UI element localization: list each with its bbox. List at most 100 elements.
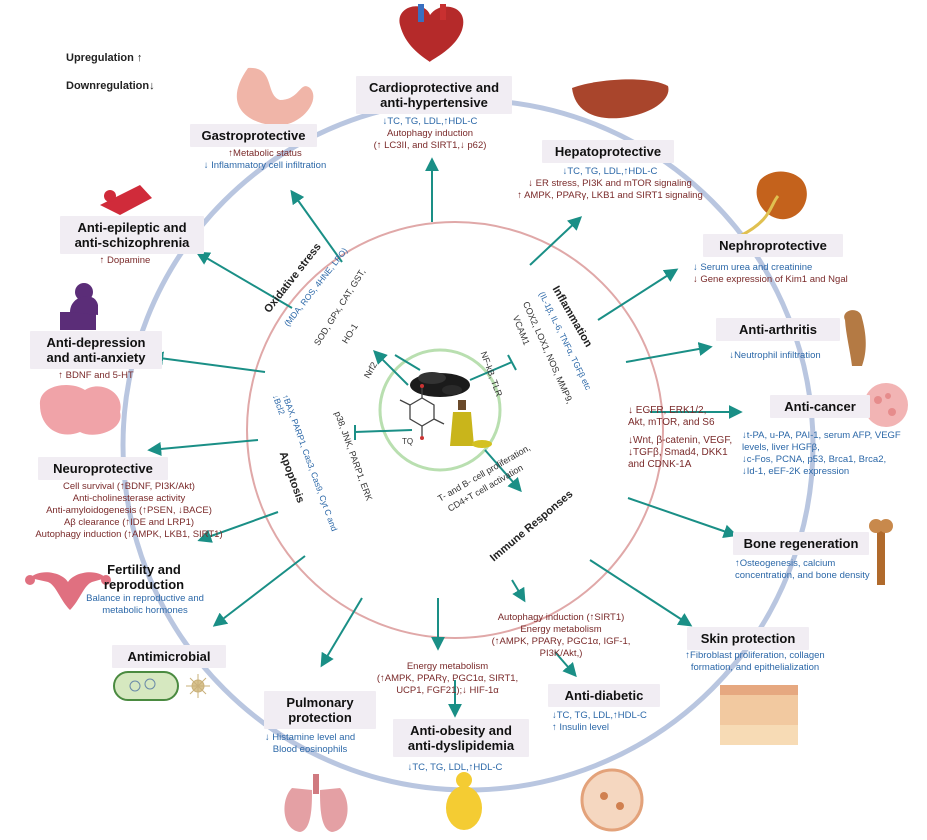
- antiepileptic-title-line1: Anti-epileptic and: [77, 220, 187, 235]
- neuro-line1: Cell survival (↑BDNF, PI3K/Akt): [63, 481, 195, 492]
- antidiabetic-details: ↓TC, TG, LDL,↑HDL-C ↑ Insulin level: [552, 710, 672, 734]
- midright-line2: Akt, mTOR, and S6: [628, 417, 715, 428]
- antiobesity-title-line2: anti-dyslipidemia: [407, 738, 515, 753]
- oil-bottle-icon: [450, 400, 492, 448]
- obese-figure-icon: [446, 772, 482, 830]
- skin-line1: ↑Fibroblast proliferation, collagen: [685, 650, 825, 661]
- thymoquinone-molecule-icon: [399, 384, 445, 440]
- skin-layers-icon: [720, 685, 798, 745]
- neuro-line3: Anti-amyloidogenesis (↑PSEN, ↓BACE): [46, 505, 212, 516]
- antidiabetic-pre: Autophagy induction (↑SIRT1) Energy meta…: [486, 612, 636, 660]
- antiepileptic-title-line2: anti-schizophrenia: [74, 235, 190, 250]
- anticancer-line2: levels, liver HGFβ,: [742, 442, 820, 453]
- antidiabetic-pre1: Autophagy induction (↑SIRT1): [497, 612, 625, 623]
- fertility-title-line1: Fertility and: [107, 562, 181, 577]
- legend-downregulation: Downregulation↓: [66, 80, 155, 92]
- antidiabetic-line1: ↓TC, TG, LDL,↑HDL-C: [552, 710, 647, 721]
- hepato-title: Hepatoprotective: [542, 140, 674, 163]
- nephro-line1: ↓ Serum urea and creatinine: [693, 262, 813, 273]
- antidiabetic-pre2: Energy metabolism: [520, 624, 602, 635]
- antiarthritis-title: Anti-arthritis: [716, 318, 840, 341]
- cardio-details: ↓TC, TG, LDL,↑HDL-C Autophagy induction …: [340, 116, 520, 152]
- antiobesity-pre3: UCP1, FGF21);↓ HIF-1α: [396, 685, 499, 696]
- pulmonary-title-line2: protection: [288, 710, 352, 725]
- hepato-line2: ↓ ER stress, PI3K and mTOR signaling: [528, 178, 692, 189]
- cardio-title: Cardioprotective and anti-hypertensive: [356, 76, 512, 114]
- antidiabetic-pre4: PI3K/Akt,): [539, 648, 583, 659]
- gastro-title: Gastroprotective: [190, 124, 317, 147]
- black-seeds-icon: [410, 372, 470, 397]
- anticancer-title: Anti-cancer: [770, 395, 870, 418]
- antidepression-details: ↑ BDNF and 5-HT: [30, 370, 162, 382]
- bone-details: ↑Osteogenesis, calcium concentration, an…: [735, 558, 875, 582]
- pulmonary-title-line1: Pulmonary: [286, 695, 354, 710]
- antiobesity-pre2: (↑AMPK, PPARγ, PGC1α, SIRT1,: [376, 673, 519, 684]
- antidiabetic-line2: ↑ Insulin level: [552, 722, 610, 733]
- kidney-icon: [739, 171, 807, 238]
- anticancer-line1: ↓t-PA, u-PA, PAI-1, serum AFP, VEGF: [742, 430, 901, 441]
- fungus-icon: [186, 674, 210, 698]
- liver-icon: [572, 79, 669, 119]
- pulmonary-line1: ↓ Histamine level and: [264, 732, 356, 743]
- antiepileptic-title: Anti-epileptic and anti-schizophrenia: [60, 216, 204, 254]
- brain-icon: [39, 385, 121, 435]
- fertility-details: Balance in reproductive and metabolic ho…: [70, 593, 220, 617]
- skin-title: Skin protection: [687, 627, 809, 650]
- pancreas-islet-icon: [580, 768, 644, 832]
- bacteria-icon: [113, 671, 179, 701]
- midright-line4: ↓TGFβ, Smad4, DKK1: [628, 447, 728, 458]
- antimicrobial-title: Antimicrobial: [112, 645, 226, 668]
- cardio-title-line2: anti-hypertensive: [380, 95, 488, 110]
- antiobesity-pre: Energy metabolism (↑AMPK, PPARγ, PGC1α, …: [365, 661, 530, 697]
- antiobesity-pre1: Energy metabolism: [406, 661, 489, 672]
- midright-pathways: ↓ EGFR, ERK1/2, Akt, mTOR, and S6 ↓Wnt, …: [628, 405, 748, 471]
- antiobesity-line1: ↓TC, TG, LDL,↑HDL-C: [407, 762, 503, 773]
- midright-line3: ↓Wnt, β-catenin, VEGF,: [628, 435, 733, 446]
- gastro-details: ↑Metabolic status ↓ Inflammatory cell in…: [175, 148, 355, 172]
- antidepression-title-line2: and anti-anxiety: [46, 350, 146, 365]
- bone-line1: ↑Osteogenesis, calcium: [735, 558, 836, 569]
- antiarthritis-details: ↓Neutrophil infiltration: [710, 350, 840, 362]
- nephro-title: Nephroprotective: [703, 234, 843, 257]
- inhibition-lines: [354, 354, 517, 440]
- antidepression-title-line1: Anti-depression: [46, 335, 146, 350]
- cardio-line2: Autophagy induction: [386, 128, 474, 139]
- bone-title: Bone regeneration: [733, 532, 869, 555]
- neuro-title: Neuroprotective: [38, 457, 168, 480]
- antidepression-line1: ↑ BDNF and 5-HT: [58, 370, 134, 381]
- midright-line1: ↓ EGFR, ERK1/2,: [628, 405, 707, 416]
- skin-details: ↑Fibroblast proliferation, collagen form…: [665, 650, 845, 674]
- anticancer-line3: ↓c-Fos, PCNA, p53, Brca1, Brca2,: [742, 454, 887, 465]
- hepato-line1: ↓TC, TG, LDL,↑HDL-C: [562, 166, 658, 177]
- uterus-icon: [25, 572, 111, 610]
- gastro-line1: ↑Metabolic status: [228, 148, 302, 159]
- antidepression-title: Anti-depression and anti-anxiety: [30, 331, 162, 369]
- seizure-figure-icon: [100, 185, 152, 215]
- pulmonary-title: Pulmonary protection: [264, 691, 376, 729]
- cardio-title-line1: Cardioprotective and: [368, 80, 500, 95]
- nephro-line2: ↓ Gene expression of Kim1 and Ngal: [693, 274, 848, 285]
- neuro-line5: Autophagy induction (↑AMPK, LKB1, SIRT1): [35, 529, 223, 540]
- cardio-line3: (↑ LC3II, and SIRT1,↓ p62): [373, 140, 487, 151]
- hepato-line3: ↑ AMPK, PPARγ, LKB1 and SIRT1 signaling: [517, 190, 703, 201]
- midright-line5: and CDNK-1A: [628, 459, 692, 470]
- neuro-details: Cell survival (↑BDNF, PI3K/Akt) Anti-cho…: [14, 481, 244, 541]
- pulmonary-details: ↓ Histamine level and Blood eosinophils: [245, 732, 375, 756]
- antiepileptic-line1: ↑ Dopamine: [99, 255, 151, 266]
- antiobesity-title-line1: Anti-obesity and: [410, 723, 512, 738]
- cardio-line1: ↓TC, TG, LDL,↑HDL-C: [382, 116, 478, 127]
- anticancer-details: ↓t-PA, u-PA, PAI-1, serum AFP, VEGF leve…: [742, 430, 922, 478]
- lungs-icon: [284, 774, 348, 832]
- fertility-line1: Balance in reproductive and: [86, 593, 204, 604]
- joint-bone-icon: [844, 310, 866, 366]
- hepato-details: ↓TC, TG, LDL,↑HDL-C ↓ ER stress, PI3K an…: [510, 166, 710, 202]
- fertility-title: Fertility and reproduction: [88, 558, 200, 596]
- antidiabetic-pre3: (↑AMPK, PPARγ, PGC1α, IGF-1,: [491, 636, 631, 647]
- pulmonary-line2: Blood eosinophils: [272, 744, 348, 755]
- arrows: [147, 157, 743, 718]
- antiarthritis-line1: ↓Neutrophil infiltration: [729, 350, 821, 361]
- antiepileptic-details: ↑ Dopamine: [70, 255, 180, 267]
- antiobesity-details: ↓TC, TG, LDL,↑HDL-C: [385, 762, 525, 774]
- tq-label: TQ: [402, 437, 414, 446]
- nephro-details: ↓ Serum urea and creatinine ↓ Gene expre…: [693, 262, 893, 286]
